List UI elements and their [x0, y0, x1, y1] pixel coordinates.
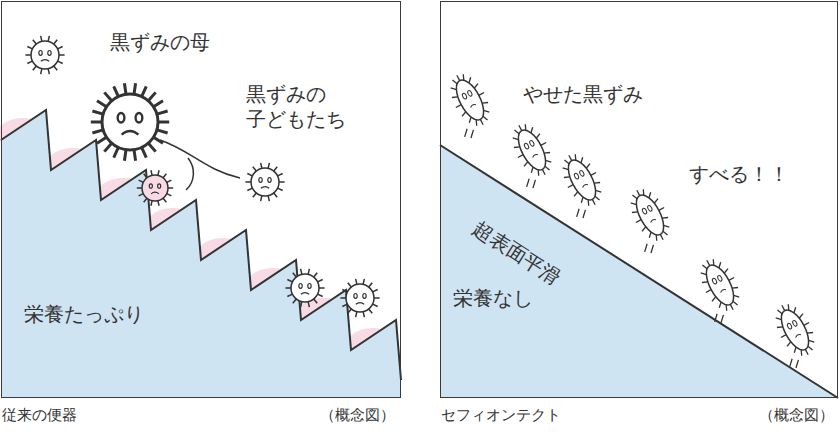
panel-frame: やせた黒ずみすべる！！超表面平滑栄養なしセフィオンテクト（概念図） [440, 1, 838, 398]
slim-germ [762, 298, 825, 371]
panel-caption: 従来の便器 [2, 406, 77, 425]
smooth-surface [440, 145, 838, 398]
leader-line [186, 158, 193, 190]
slim-germ [617, 183, 680, 256]
surface-label: 栄養なし [453, 286, 533, 311]
slim-germ [687, 253, 750, 326]
panel-frame: 黒ずみの母黒ずみの 子どもたち栄養たっぷり従来の便器（概念図） [1, 1, 401, 398]
surface-fill [440, 145, 838, 398]
surface-fill [1, 110, 401, 398]
germ-label: 黒ずみの 子どもたち [246, 82, 366, 132]
germ [137, 170, 173, 205]
germ-label: 黒ずみの母 [110, 30, 210, 55]
leader-line [160, 140, 240, 178]
germ [340, 279, 379, 317]
germ [285, 269, 324, 307]
slim-germ [499, 118, 562, 191]
germ [245, 163, 284, 201]
panel-note: （概念図） [320, 406, 395, 425]
conventional-surface [0, 110, 401, 398]
surface-label: 栄養たっぷり [24, 302, 144, 327]
panel-note: （概念図） [759, 406, 834, 425]
surface-line [1, 110, 401, 380]
germ [25, 36, 64, 74]
slim-germ [549, 148, 612, 221]
germ-label: やせた黒ずみ [523, 82, 643, 107]
motion-label: すべる！！ [689, 162, 789, 187]
slim-germ [437, 68, 500, 141]
panel-caption: セフィオンテクト [441, 406, 561, 425]
surface-line [440, 145, 838, 398]
germs [25, 36, 825, 370]
germ [91, 83, 169, 161]
surface-label: 超表面平滑 [468, 216, 566, 291]
